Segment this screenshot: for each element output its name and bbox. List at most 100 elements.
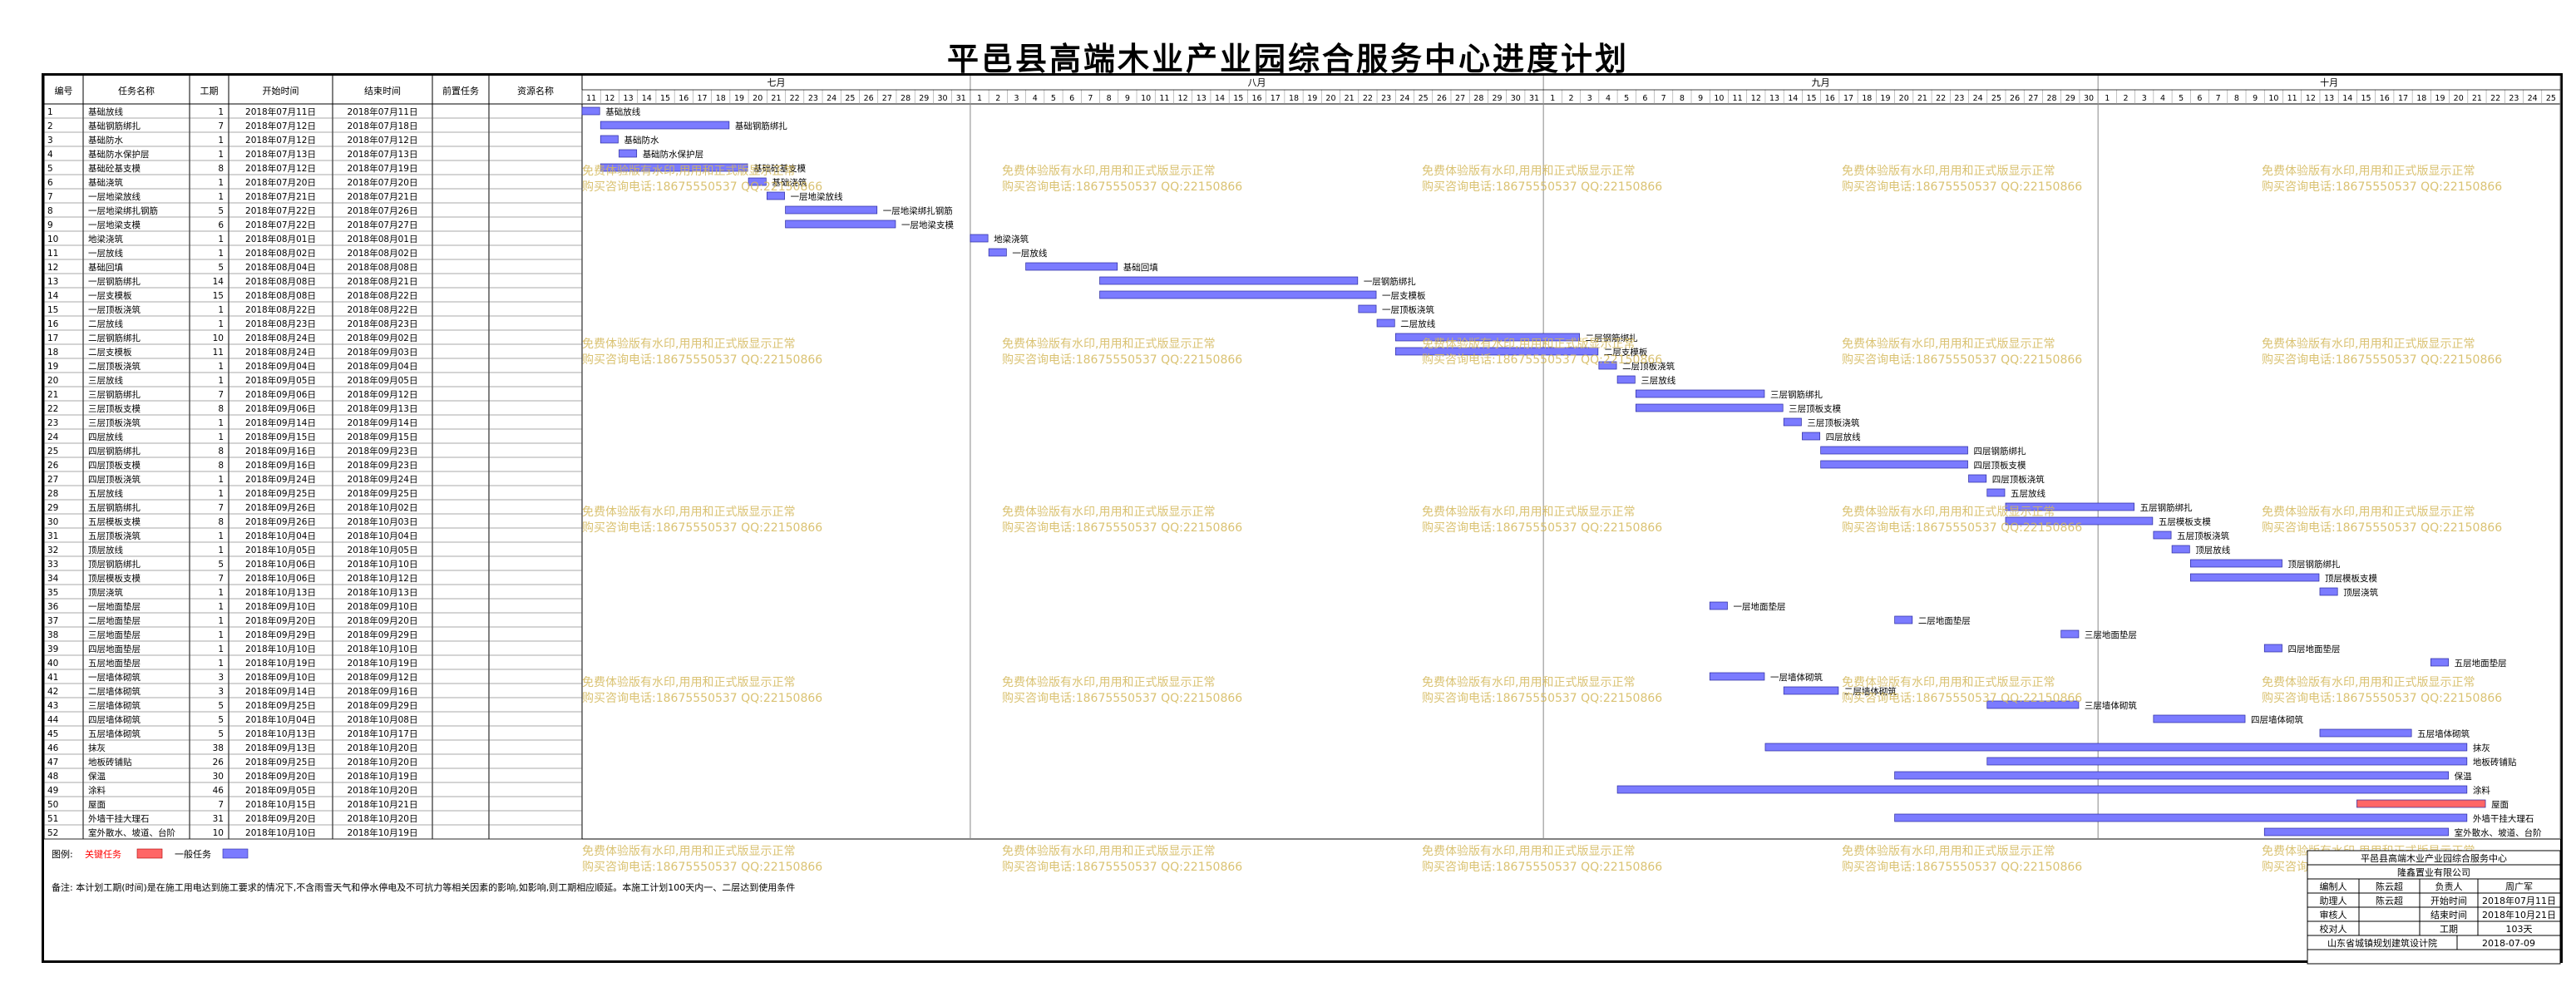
table-cell: 11 (47, 249, 58, 259)
table-header-3: 开始时间 (263, 85, 299, 96)
day-tick-label: 16 (1251, 94, 1261, 103)
legend-critical-label: 关键任务 (85, 848, 121, 860)
table-cell: 26 (213, 758, 225, 767)
table-cell: 2018年08月22日 (348, 304, 418, 315)
table-cell: 2018年07月12日 (245, 121, 316, 131)
table-cell: 12 (47, 263, 58, 273)
watermark-line-1: 免费体验版有水印,用用和正式版显示正常 (1842, 506, 2055, 519)
table-cell: 22 (47, 404, 58, 414)
day-tick-label: 3 (1014, 94, 1019, 103)
table-cell: 2018年07月19日 (348, 163, 418, 174)
table-cell: 五层模板支模 (88, 516, 141, 527)
gantt-bar (1616, 375, 1636, 384)
table-cell: 三层地面垫层 (88, 629, 141, 640)
table-cell: 8 (218, 404, 224, 414)
watermark-line-1: 免费体验版有水印,用用和正式版显示正常 (2262, 676, 2475, 689)
day-tick-label: 7 (1088, 94, 1093, 103)
day-tick-label: 29 (919, 94, 929, 103)
table-cell: 31 (47, 531, 58, 541)
watermark-line-1: 免费体验版有水印,用用和正式版显示正常 (1002, 338, 1215, 351)
table-cell: 2018年09月04日 (245, 361, 316, 372)
watermark-line-2: 购买咨询电话:18675550537 QQ:22150866 (1422, 861, 1662, 874)
day-tick-label: 7 (1661, 94, 1666, 103)
day-tick-label: 5 (2179, 94, 2184, 103)
watermark-line-1: 免费体验版有水印,用用和正式版显示正常 (2262, 506, 2475, 519)
table-cell: 14 (213, 277, 225, 287)
day-tick-label: 10 (2268, 94, 2278, 103)
table-cell: 四层钢筋绑扎 (88, 446, 141, 457)
gantt-bar-label: 四层钢筋绑扎 (1974, 446, 2026, 457)
gantt-bar (1894, 813, 2468, 822)
table-cell: 2018年09月16日 (348, 686, 418, 697)
watermark-line-1: 免费体验版有水印,用用和正式版显示正常 (2262, 338, 2475, 351)
day-tick-label: 14 (642, 94, 652, 103)
table-cell: 2018年08月24日 (245, 347, 316, 358)
gantt-bar-label: 四层顶板支模 (1974, 460, 2026, 471)
day-tick-label: 12 (605, 94, 614, 103)
day-tick-label: 15 (660, 94, 670, 103)
gantt-bar-label: 基础砼基支模 (753, 163, 806, 174)
gantt-bar-label: 三层墙体砌筑 (2085, 700, 2137, 711)
table-cell: 2018年09月14日 (245, 686, 316, 697)
table-cell: 2018年09月20日 (245, 771, 316, 782)
table-cell: 2018年10月02日 (348, 502, 418, 513)
month-label-0: 七月 (767, 77, 785, 88)
table-cell: 17 (47, 333, 58, 343)
table-cell: 2018年07月21日 (348, 191, 418, 202)
day-tick-label: 13 (1197, 94, 1207, 103)
day-tick-label: 13 (2324, 94, 2334, 103)
table-cell: 涂料 (88, 785, 106, 796)
table-cell: 2018年10月20日 (348, 757, 418, 767)
legend-critical-swatch (136, 848, 163, 859)
table-cell: 2018年10月04日 (245, 531, 316, 541)
gantt-bar-label: 一层地梁放线 (791, 191, 843, 202)
watermark-line-2: 购买咨询电话:18675550537 QQ:22150866 (1002, 521, 1242, 535)
table-cell: 7 (218, 390, 224, 400)
day-tick-label: 18 (2416, 94, 2426, 103)
gantt-bar (1820, 446, 1968, 455)
gantt-bar-label: 基础防水 (624, 135, 659, 146)
table-cell: 2018年09月04日 (348, 361, 418, 372)
table-cell: 41 (47, 673, 58, 683)
day-tick-label: 18 (1862, 94, 1872, 103)
day-tick-label: 27 (1455, 94, 1465, 103)
day-tick-label: 2 (2123, 94, 2128, 103)
watermark-line-1: 免费体验版有水印,用用和正式版显示正常 (1422, 338, 1635, 351)
table-cell: 4 (47, 150, 53, 160)
table-cell: 2018年08月24日 (245, 333, 316, 343)
watermark-line-2: 购买咨询电话:18675550537 QQ:22150866 (1422, 692, 1662, 705)
table-cell: 基础浇筑 (88, 177, 123, 188)
watermark-line-1: 免费体验版有水印,用用和正式版显示正常 (1422, 676, 1635, 689)
table-cell: 抹灰 (88, 743, 106, 753)
table-cell: 2018年10月20日 (348, 743, 418, 753)
table-cell: 2018年10月21日 (348, 799, 418, 810)
gantt-bar (2430, 658, 2449, 667)
day-tick-label: 17 (1271, 94, 1281, 103)
gantt-bar-label: 三层顶板支模 (1789, 403, 1841, 414)
gantt-bar-label: 一层放线 (1012, 248, 1047, 259)
day-tick-label: 6 (1069, 94, 1074, 103)
gantt-bar (1968, 474, 1987, 483)
signature-cell: 助理人 (2320, 895, 2347, 906)
table-cell: 1 (218, 192, 224, 202)
gantt-bar-label: 三层钢筋绑扎 (1770, 389, 1823, 400)
table-cell: 2018年07月11日 (245, 106, 316, 117)
signature-cell: 编制人 (2320, 881, 2347, 892)
day-tick-label: 22 (1936, 94, 1946, 103)
table-cell: 2018年09月25日 (245, 700, 316, 711)
table-cell: 2018年07月22日 (245, 205, 316, 216)
gantt-bar-label: 五层地面垫层 (2455, 658, 2507, 669)
gantt-bar-label: 二层支模板 (1604, 347, 1648, 358)
table-cell: 顶层浇筑 (88, 587, 123, 598)
table-cell: 2018年08月01日 (348, 234, 418, 244)
table-cell: 29 (47, 503, 58, 513)
table-cell: 2018年10月13日 (245, 728, 316, 739)
table-cell: 1 (218, 489, 224, 499)
day-tick-label: 9 (2253, 94, 2258, 103)
day-tick-label: 23 (2509, 94, 2519, 103)
table-cell: 2018年09月06日 (245, 403, 316, 414)
day-tick-label: 20 (2454, 94, 2464, 103)
watermark-line-1: 免费体验版有水印,用用和正式版显示正常 (582, 506, 795, 519)
table-cell: 2018年10月05日 (245, 545, 316, 555)
